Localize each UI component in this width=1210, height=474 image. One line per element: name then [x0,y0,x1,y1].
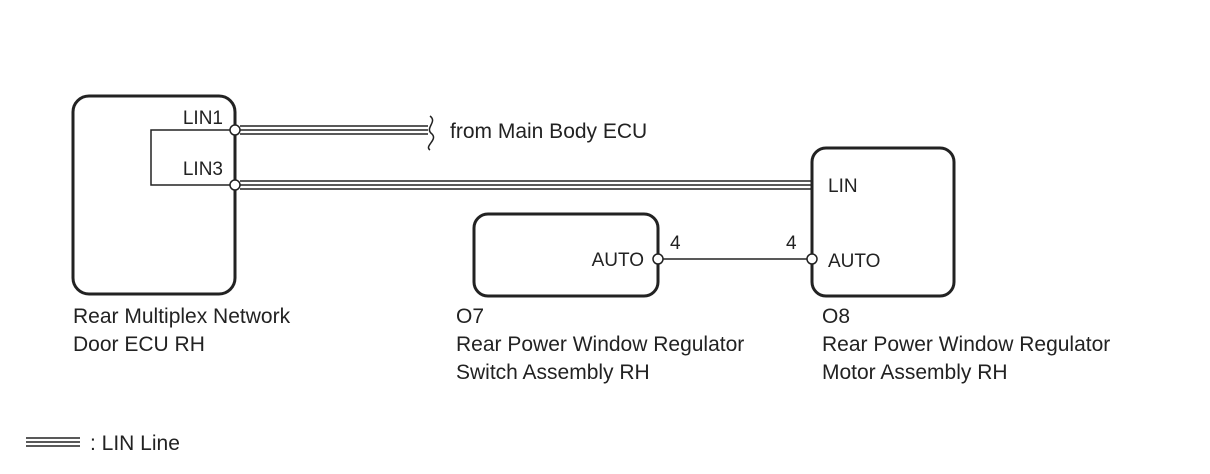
lin1-line [240,125,428,135]
terminal-lin3 [229,179,241,191]
door-ecu-box [71,94,237,296]
switch-assembly-name-line2: Switch Assembly RH [456,361,650,384]
from-main-body-label: from Main Body ECU [450,120,647,143]
motor-assembly-name-line2: Motor Assembly RH [822,361,1008,384]
lin3-line [240,180,812,190]
pin-label-lin1: LIN1 [183,108,223,129]
pin-label-motor-lin: LIN [828,176,858,197]
pin-number-switch: 4 [670,233,681,254]
motor-assembly-code: O8 [822,305,850,328]
terminal-lin1 [229,124,241,136]
switch-assembly-name-line1: Rear Power Window Regulator [456,333,744,356]
terminal-switch-auto [652,253,664,265]
pin-label-lin3: LIN3 [183,159,223,180]
pin-number-motor: 4 [786,233,797,254]
motor-assembly-name-line1: Rear Power Window Regulator [822,333,1110,356]
door-ecu-name-line2: Door ECU RH [73,333,205,356]
legend-lin-line-symbol [26,437,80,447]
pin-label-switch-auto: AUTO [592,250,644,271]
pin-label-motor-auto: AUTO [828,251,880,272]
terminal-motor-auto [806,253,818,265]
legend-lin-line-label: : LIN Line [90,432,180,455]
motor-assembly-box [810,146,956,298]
switch-assembly-code: O7 [456,305,484,328]
internal-lin-link [150,129,235,186]
door-ecu-name-line1: Rear Multiplex Network [73,305,291,328]
line-break-symbol [427,115,435,151]
